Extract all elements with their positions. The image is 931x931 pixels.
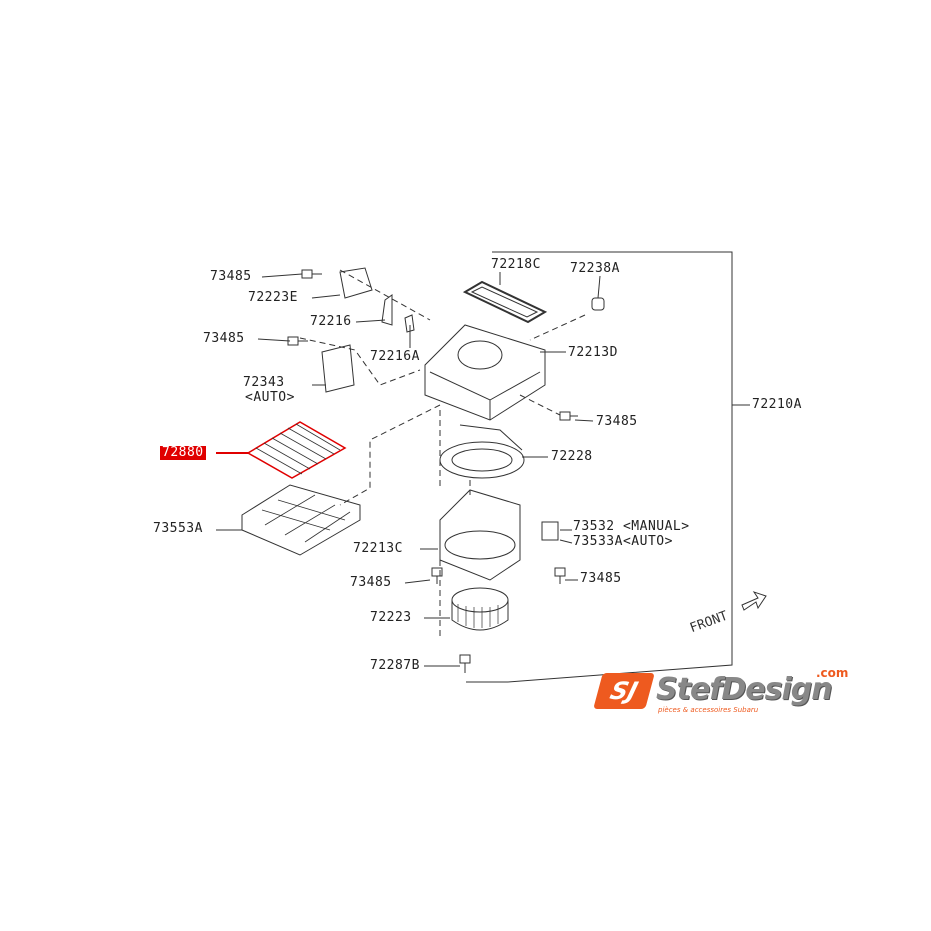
logo-mark: SJ <box>593 673 655 709</box>
label-72228: 72228 <box>551 449 593 464</box>
label-73533A: 73533A<AUTO> <box>573 534 673 549</box>
part-72213C-case <box>439 489 521 581</box>
front-arrow-icon <box>741 591 767 611</box>
part-72228-ring <box>439 441 525 479</box>
label-72218C: 72218C <box>491 257 541 272</box>
label-72223: 72223 <box>370 610 412 625</box>
part-72238A <box>591 297 605 311</box>
label-73532: 73532 <MANUAL> <box>573 519 690 534</box>
label-73485: 73485 <box>350 575 392 590</box>
label-72287B: 72287B <box>370 658 420 673</box>
label-72880-highlighted[interactable]: 72880 <box>160 445 206 460</box>
label-73485: 73485 <box>210 269 252 284</box>
logo-domain: .com <box>816 666 849 680</box>
part-72223E <box>339 267 373 299</box>
logo-tagline: pièces & accessoires Subaru <box>658 706 759 714</box>
part-72223-fan <box>451 587 509 613</box>
part-72216A <box>404 314 415 333</box>
label-72343-note: <AUTO> <box>245 390 295 405</box>
part-72880-cabin-filter <box>246 421 347 479</box>
label-72223E: 72223E <box>248 290 298 305</box>
label-72210A: 72210A <box>752 397 802 412</box>
label-72213C: 72213C <box>353 541 403 556</box>
label-73485: 73485 <box>203 331 245 346</box>
label-72216: 72216 <box>310 314 352 329</box>
assembly-bracket-line <box>466 251 733 683</box>
label-72216A: 72216A <box>370 349 420 364</box>
part-73553A-frame <box>241 484 361 556</box>
logo-name: StefDesign <box>656 672 833 707</box>
part-73532-resistor <box>541 521 559 541</box>
label-73485: 73485 <box>596 414 638 429</box>
screw-icons <box>287 269 578 673</box>
stefdesign-logo[interactable]: SJ StefDesign .com pièces & accessoires … <box>593 666 858 720</box>
part-72216 <box>381 294 393 326</box>
part-72218C-gasket <box>462 280 548 324</box>
label-72238A: 72238A <box>570 261 620 276</box>
label-72343: 72343 <box>243 375 285 390</box>
label-73485: 73485 <box>580 571 622 586</box>
part-72213D-housing <box>424 324 546 421</box>
label-72213D: 72213D <box>568 345 618 360</box>
label-73553A: 73553A <box>153 521 203 536</box>
part-72343-actuator <box>321 344 355 393</box>
